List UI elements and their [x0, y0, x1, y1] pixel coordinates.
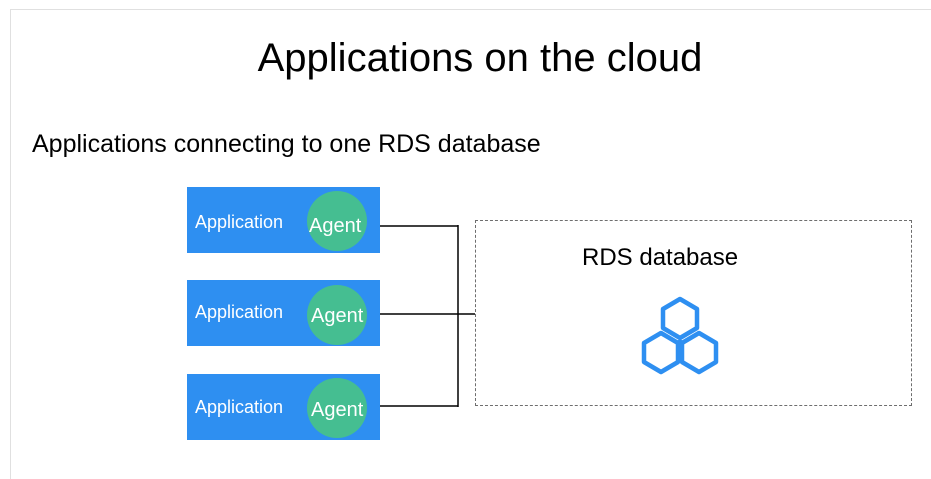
agent-label: Agent — [311, 305, 364, 327]
application-box-2: Application Agent — [187, 280, 380, 346]
agent-label: Agent — [311, 399, 364, 421]
frame-top-border — [10, 9, 931, 10]
agent-circle — [307, 191, 367, 251]
page-title: Applications on the cloud — [257, 36, 703, 80]
application-box-3: Application Agent — [187, 374, 380, 440]
agent-circle — [307, 378, 367, 438]
application-label: Application — [195, 397, 284, 417]
application-label: Application — [195, 212, 284, 232]
frame-left-border — [10, 9, 11, 479]
diagram-subtitle: Applications connecting to one RDS datab… — [32, 130, 541, 158]
rds-database-box — [475, 220, 912, 406]
rds-database-label: RDS database — [582, 244, 739, 271]
database-hexagon-icon — [641, 296, 719, 375]
icon-center-dot — [676, 339, 684, 347]
application-label: Application — [195, 302, 284, 322]
agent-circle — [307, 285, 367, 345]
application-box-1: Application Agent — [187, 187, 380, 253]
agent-label: Agent — [309, 215, 362, 237]
